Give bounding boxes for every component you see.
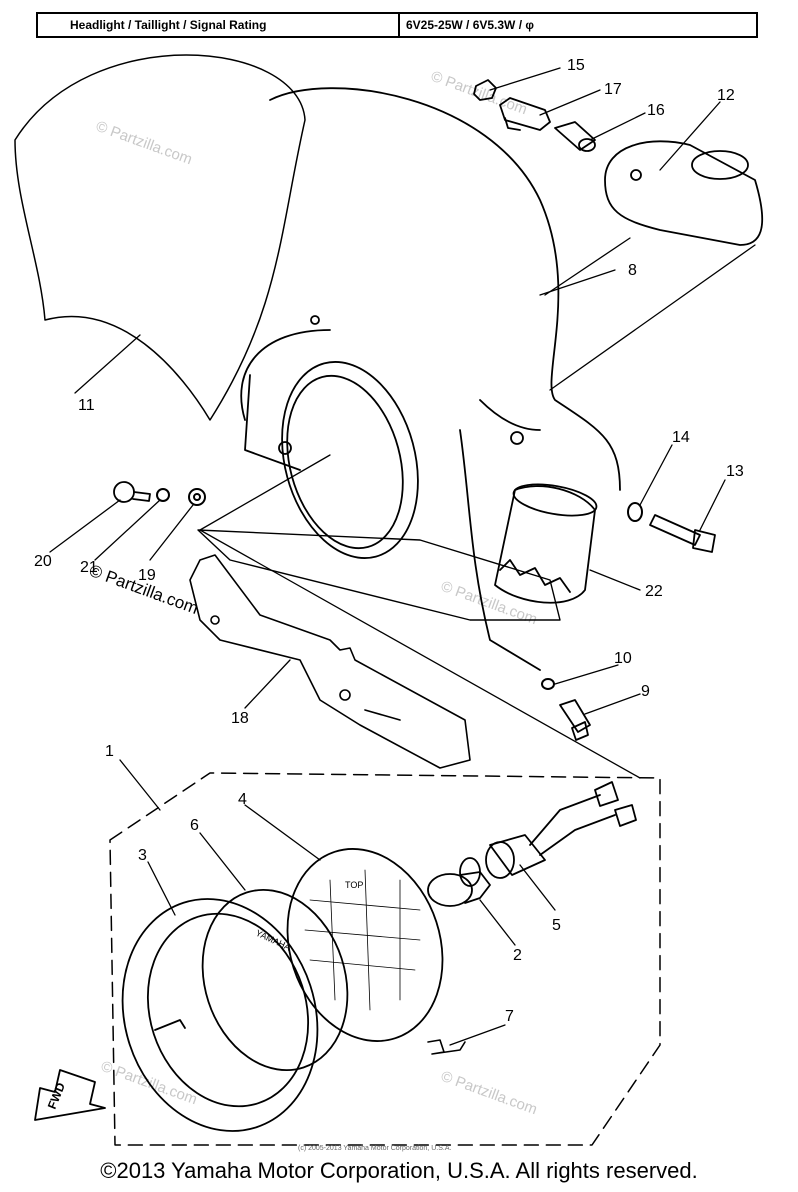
callout-15: 15 <box>567 57 585 74</box>
callout-11: 11 <box>78 397 95 414</box>
spec-rating-label: Headlight / Taillight / Signal Rating <box>38 14 400 36</box>
callout-6: 6 <box>190 817 199 834</box>
callout-22: 22 <box>645 583 663 600</box>
callout-19: 19 <box>138 567 156 584</box>
callout-21: 21 <box>80 559 98 576</box>
spec-rating-value: 6V25-25W / 6V5.3W / φ <box>406 18 534 32</box>
callout-18: 18 <box>231 710 249 727</box>
part-18-plate <box>189 554 471 769</box>
leader-lines <box>49 67 756 1046</box>
callout-2: 2 <box>513 947 522 964</box>
part-2-bulb <box>427 857 491 907</box>
part-3-rim <box>121 898 319 1132</box>
callout-12: 12 <box>717 87 735 104</box>
part-16-collar <box>554 121 596 152</box>
callout-4: 4 <box>238 791 247 808</box>
copyright-text: ©2013 Yamaha Motor Corporation, U.S.A. A… <box>100 1158 698 1183</box>
part-9-bolt <box>559 699 591 741</box>
part-12-bracket <box>604 140 764 246</box>
callout-9: 9 <box>641 683 650 700</box>
part-7-clip <box>427 1039 466 1055</box>
part-20-screw <box>113 481 151 503</box>
part-8-cowl <box>240 87 621 671</box>
callout-3: 3 <box>138 847 147 864</box>
part-22-socket-housing <box>494 483 598 604</box>
part-14-washer <box>627 502 643 522</box>
watermark: © Partzilla.com <box>439 578 540 629</box>
part-4-sealed-beam: TOP <box>286 848 444 1042</box>
callout-1: 1 <box>105 743 114 760</box>
watermark: © Partzilla.com <box>429 68 530 119</box>
part-13-bolt <box>649 514 716 553</box>
part-15-nut <box>473 79 497 101</box>
callout-14: 14 <box>672 429 690 446</box>
part-19-washer <box>188 488 206 506</box>
part-6-frame: YAMAHA <box>201 888 349 1072</box>
callout-17: 17 <box>604 81 622 98</box>
callout-20: 20 <box>34 553 52 570</box>
fwd-arrow-icon: FWD <box>34 1069 106 1121</box>
callout-16: 16 <box>647 102 665 119</box>
callout-10: 10 <box>614 650 632 667</box>
part-5-socket <box>485 781 637 879</box>
part-10-washer <box>541 678 555 690</box>
part-21-washer <box>156 488 170 502</box>
fwd-label: FWD <box>45 1080 68 1111</box>
watermark: © Partzilla.com <box>94 118 195 169</box>
callout-5: 5 <box>552 917 561 934</box>
callout-13: 13 <box>726 463 744 480</box>
part-bracket-plate <box>197 529 561 621</box>
callout-7: 7 <box>505 1008 514 1025</box>
spec-table: Headlight / Taillight / Signal Rating 6V… <box>36 12 758 38</box>
rim-brand-label: YAMAHA <box>254 928 292 953</box>
lens-top-label: TOP <box>345 880 363 890</box>
copyright-small-text: (c) 2005-2013 Yamaha Motor Corporation, … <box>298 1145 452 1152</box>
part-17-clamp <box>499 97 551 131</box>
callout-8: 8 <box>628 262 637 279</box>
part-1-assembly-box <box>109 772 661 1146</box>
part-11-visor <box>14 54 306 421</box>
callout-numbers: 15 17 16 12 8 11 14 13 20 21 19 22 10 9 … <box>34 57 744 1025</box>
watermark: © Partzilla.com <box>439 1068 540 1119</box>
